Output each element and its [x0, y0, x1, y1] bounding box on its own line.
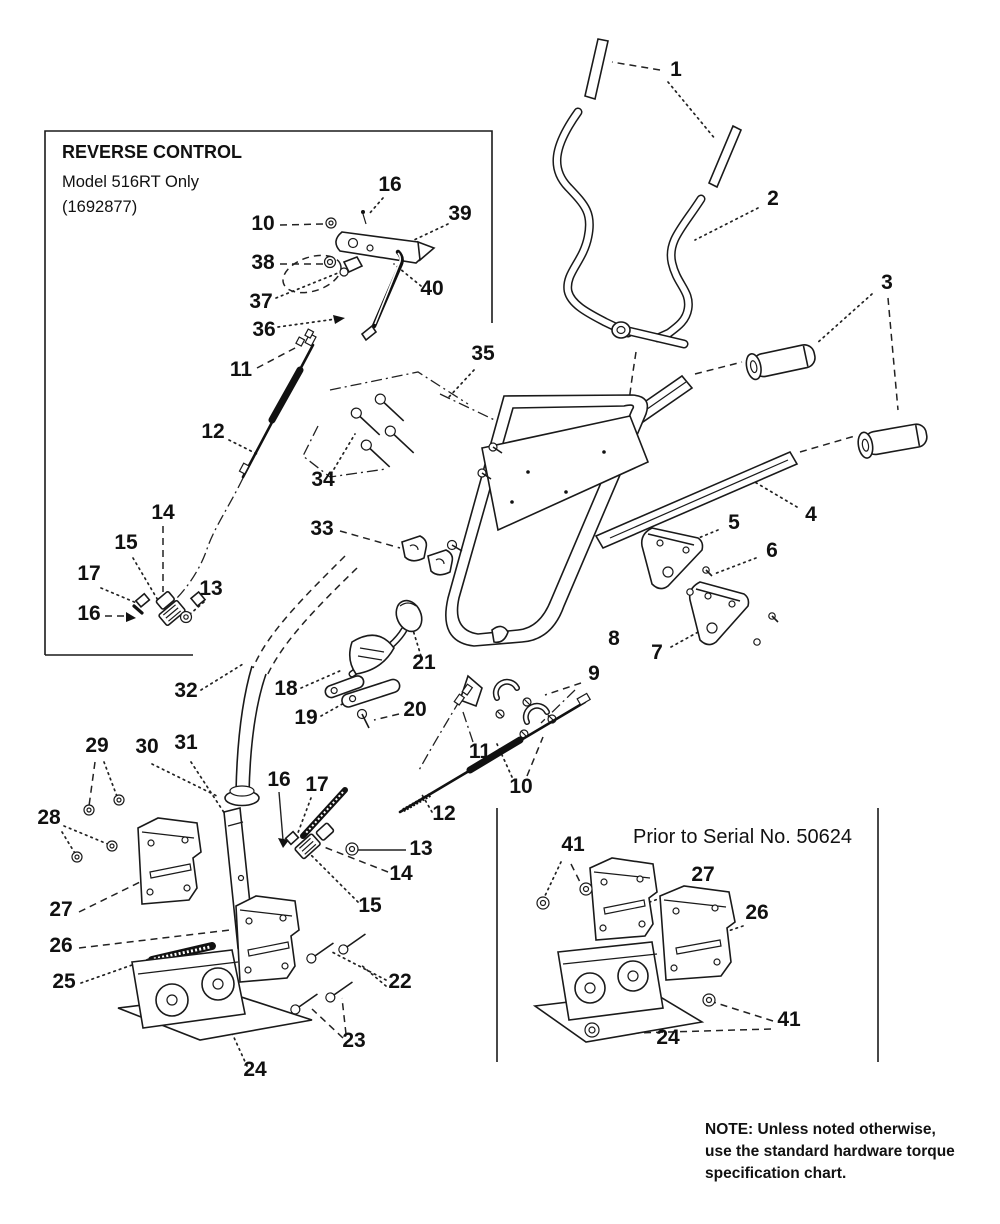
callout-40: 40: [420, 277, 443, 300]
callout-28: 28: [37, 806, 61, 829]
callout-14: 14: [389, 862, 413, 885]
callout-27: 27: [691, 863, 714, 886]
callout-5: 5: [728, 511, 740, 534]
callout-7: 7: [651, 641, 663, 664]
callout-8: 8: [608, 627, 620, 650]
bracket-27-inset: [589, 857, 658, 941]
inset-section-borders: [496, 808, 879, 1062]
bolts-22-23: [290, 933, 366, 1015]
callout-27: 27: [49, 898, 72, 921]
callout-35: 35: [471, 342, 495, 365]
callout-39: 39: [448, 202, 471, 225]
hinge-nuts-28-29: [71, 794, 125, 863]
base-mount-24-main: [117, 949, 313, 1041]
callout-33: 33: [310, 517, 333, 540]
callout-19: 19: [294, 706, 317, 729]
callout-6: 6: [766, 539, 778, 562]
leader-lines: [61, 61, 899, 1067]
note-line-2: use the standard hardware torque: [705, 1143, 955, 1160]
callout-11: 11: [469, 740, 492, 763]
bracket-26-inset: [659, 885, 736, 981]
bracket-26-main: [235, 895, 300, 983]
handle-extension-tubes: [584, 38, 743, 189]
callout-14: 14: [151, 501, 175, 524]
cable-clamps-9-10: [453, 678, 557, 739]
callout-26: 26: [49, 934, 72, 957]
callout-17: 17: [305, 773, 328, 796]
callout-41: 41: [777, 1008, 801, 1031]
callout-2: 2: [767, 187, 779, 210]
lower-cable-12: [284, 692, 592, 860]
locknuts-41: [536, 882, 716, 1038]
callout-18: 18: [274, 677, 298, 700]
callout-24: 24: [243, 1058, 267, 1081]
callout-25: 25: [52, 970, 76, 993]
reverse-control-section-border: [44, 130, 493, 656]
handle-grips: [745, 344, 928, 459]
upper-cable-12: [238, 328, 317, 479]
callout-34: 34: [311, 468, 335, 491]
callout-21: 21: [412, 651, 436, 674]
callout-23: 23: [342, 1029, 365, 1052]
callout-9: 9: [588, 662, 600, 685]
shift-lever-assembly: [324, 599, 423, 729]
callout-16: 16: [77, 602, 100, 625]
callout-32: 32: [174, 679, 197, 702]
callout-17: 17: [77, 562, 100, 585]
reverse-lever-assembly: [282, 210, 436, 342]
callout-15: 15: [358, 894, 382, 917]
callout-26: 26: [745, 901, 768, 924]
lower-handle-tube-32: [224, 555, 358, 807]
callout-10: 10: [251, 212, 274, 235]
callout-16: 16: [267, 768, 290, 791]
callout-10: 10: [509, 775, 532, 798]
console-frame: [445, 394, 650, 708]
callout-41: 41: [561, 833, 585, 856]
left-cable-fittings: [132, 590, 207, 627]
hardware-bolts-34: [350, 393, 415, 468]
callout-12: 12: [432, 802, 455, 825]
callout-13: 13: [409, 837, 432, 860]
note-line-3: specification chart.: [705, 1165, 846, 1182]
callout-29: 29: [85, 734, 108, 757]
section-model-number: (1692877): [62, 198, 137, 216]
callout-labels: 1234567891038373611121639403534331415171…: [37, 58, 893, 1081]
mount-brackets-5-7: [640, 527, 750, 646]
inset-title: Prior to Serial No. 50624: [633, 826, 852, 848]
callout-1: 1: [670, 58, 682, 81]
callout-22: 22: [388, 970, 411, 993]
bracket-27-main: [137, 817, 202, 905]
callout-13: 13: [199, 577, 222, 600]
callout-16: 16: [378, 173, 401, 196]
callout-37: 37: [249, 290, 272, 313]
callout-20: 20: [403, 698, 426, 721]
callout-36: 36: [252, 318, 275, 341]
console-screws: [477, 442, 503, 480]
upper-handle-loop: [552, 107, 706, 349]
callout-24: 24: [656, 1026, 680, 1049]
callout-30: 30: [135, 735, 158, 758]
callout-12: 12: [201, 420, 224, 443]
section-subtitle: Model 516RT Only: [62, 173, 200, 191]
callout-3: 3: [881, 271, 893, 294]
callout-38: 38: [251, 251, 275, 274]
callout-11: 11: [230, 358, 253, 381]
section-title: REVERSE CONTROL: [62, 142, 242, 162]
note-line-1: NOTE: Unless noted otherwise,: [705, 1121, 936, 1138]
callout-4: 4: [805, 503, 817, 526]
callout-31: 31: [174, 731, 198, 754]
bracket-screws-6: [686, 566, 779, 646]
callout-15: 15: [114, 531, 138, 554]
base-mount-24-inset: [532, 941, 705, 1043]
cable-clamp-halves-33: [401, 535, 454, 576]
